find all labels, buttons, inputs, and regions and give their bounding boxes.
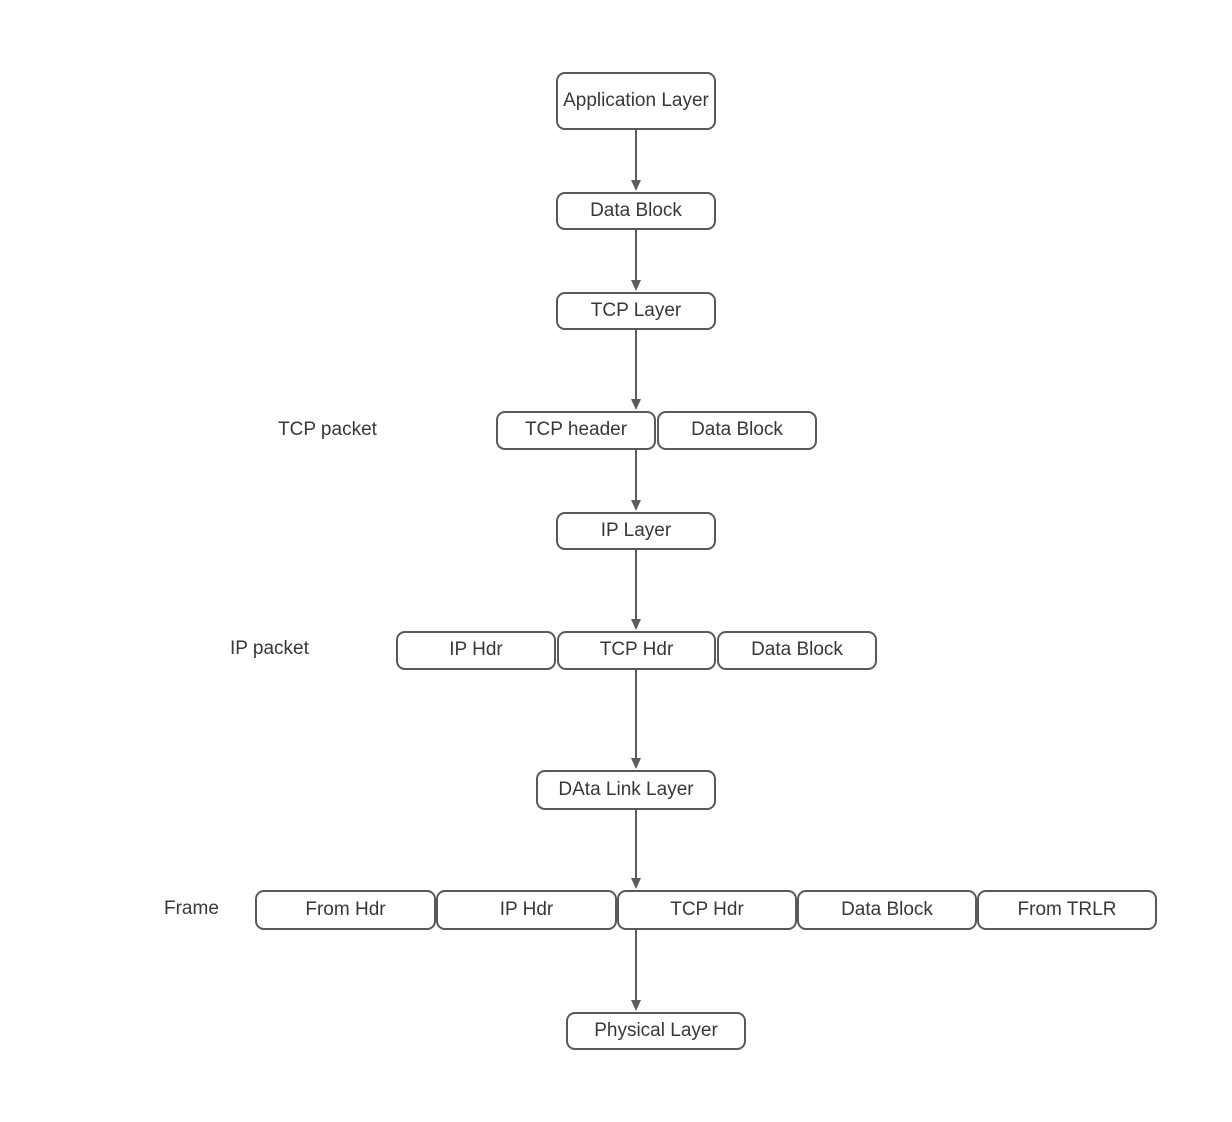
node-data-block-1: Data Block bbox=[556, 192, 716, 230]
node-label: Data Block bbox=[751, 639, 843, 661]
row-label-frame: Frame bbox=[164, 898, 219, 919]
row-label-ip-packet: IP packet bbox=[230, 638, 309, 659]
node-label: IP Hdr bbox=[449, 639, 503, 661]
node-ip-layer: IP Layer bbox=[556, 512, 716, 550]
node-label: Data Block bbox=[841, 898, 933, 920]
node-label: From TRLR bbox=[1017, 898, 1117, 920]
node-tcp-layer: TCP Layer bbox=[556, 292, 716, 330]
arrow-tcppacket-to-iplayer bbox=[630, 450, 641, 511]
node-data-block-2: Data Block bbox=[657, 411, 817, 450]
node-frame-data-block: Data Block bbox=[797, 890, 977, 930]
node-label: Physical Layer bbox=[594, 1019, 718, 1041]
node-label: IP Hdr bbox=[499, 898, 554, 920]
node-label: Data Block bbox=[691, 419, 783, 441]
node-data-block-3: Data Block bbox=[717, 631, 877, 670]
node-frame-ip-hdr: IP Hdr bbox=[436, 890, 617, 930]
arrow-application-to-datablock bbox=[630, 130, 641, 191]
node-ip-hdr: IP Hdr bbox=[396, 631, 556, 670]
node-frame-tcp-hdr: TCP Hdr bbox=[617, 890, 797, 930]
node-physical-layer: Physical Layer bbox=[566, 1012, 746, 1050]
node-label: Application Layer bbox=[563, 89, 709, 111]
arrow-datablock-to-tcplayer bbox=[630, 230, 641, 291]
node-label: From Hdr bbox=[305, 898, 386, 920]
node-label: Data Block bbox=[590, 199, 682, 221]
node-from-hdr: From Hdr bbox=[255, 890, 436, 930]
arrow-frame-to-physical bbox=[630, 930, 641, 1011]
arrow-tcplayer-to-tcppacket bbox=[630, 330, 641, 410]
node-label: IP Layer bbox=[600, 519, 672, 541]
node-data-link-layer: DAta Link Layer bbox=[536, 770, 716, 810]
node-tcp-hdr: TCP Hdr bbox=[557, 631, 716, 670]
row-label-tcp-packet: TCP packet bbox=[278, 419, 377, 440]
node-from-trlr: From TRLR bbox=[977, 890, 1157, 930]
node-label: TCP Hdr bbox=[670, 898, 744, 920]
node-tcp-header: TCP header bbox=[496, 411, 656, 450]
node-label: DAta Link Layer bbox=[558, 778, 694, 800]
arrow-iplayer-to-ippacket bbox=[630, 550, 641, 630]
node-application-layer: Application Layer bbox=[556, 72, 716, 130]
arrow-datalink-to-frame bbox=[630, 810, 641, 889]
arrow-ippacket-to-datalink bbox=[630, 670, 641, 769]
node-label: TCP Layer bbox=[590, 299, 682, 321]
node-label: TCP header bbox=[524, 419, 628, 441]
node-label: TCP Hdr bbox=[599, 639, 674, 661]
